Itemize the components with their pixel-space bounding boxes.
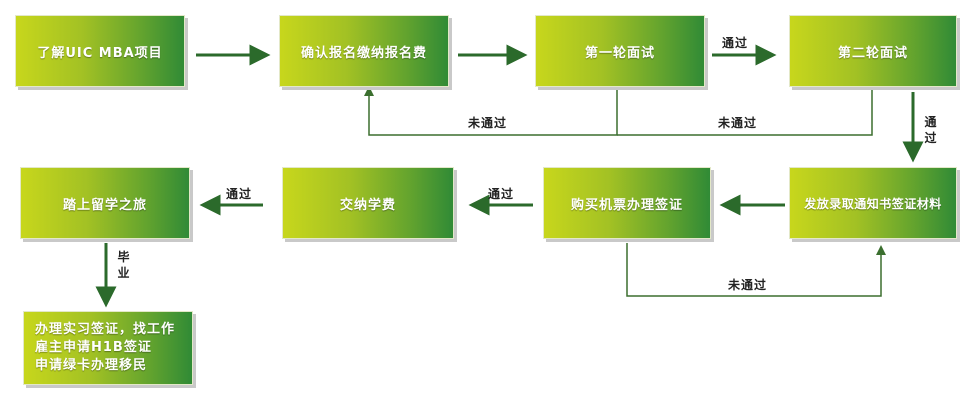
node-pay-tuition-label: 交纳学费 xyxy=(339,197,396,213)
line-fail-interview2 xyxy=(617,85,873,136)
node-interview-1-label: 第一轮面试 xyxy=(584,45,655,61)
node-ticket-visa-label: 购买机票办理签证 xyxy=(570,197,683,213)
node-ticket-visa: 购买机票办理签证 xyxy=(543,167,711,239)
node-learn-program-label: 了解UIC MBA项目 xyxy=(37,45,163,61)
label-fail-interview-1: 未通过 xyxy=(468,116,508,130)
node-post-grad-line2: 雇主申请H1B签证 xyxy=(35,340,152,355)
label-pass-tuition-to-trip: 通过 xyxy=(226,187,253,201)
node-interview-2-label: 第二轮面试 xyxy=(837,45,908,61)
arrow-visa-fail-loop xyxy=(626,243,886,297)
node-apply-fee: 确认报名缴纳报名费 xyxy=(279,15,449,87)
node-offer-materials-label: 发放录取通知书签证材料 xyxy=(804,196,942,211)
node-pay-tuition: 交纳学费 xyxy=(282,167,454,239)
label-pass-visa-to-tuition: 通过 xyxy=(488,187,515,201)
arrow-fail-loop-back xyxy=(364,85,618,136)
node-post-grad-line1: 办理实习签证，找工作 xyxy=(35,322,176,337)
label-fail-visa: 未通过 xyxy=(728,278,768,292)
node-post-grad: 办理实习签证，找工作 雇主申请H1B签证 申请绿卡办理移民 xyxy=(23,311,193,385)
node-study-abroad: 踏上留学之旅 xyxy=(20,167,190,239)
node-offer-materials: 发放录取通知书签证材料 xyxy=(789,167,957,239)
label-graduate: 毕业 xyxy=(117,250,131,280)
node-apply-fee-label: 确认报名缴纳报名费 xyxy=(300,45,427,61)
label-fail-interview-2: 未通过 xyxy=(718,116,758,130)
node-learn-program: 了解UIC MBA项目 xyxy=(15,15,185,87)
node-interview-2: 第二轮面试 xyxy=(789,15,957,87)
node-post-grad-line3: 申请绿卡办理移民 xyxy=(35,358,148,373)
label-pass-2-to-offer: 通过 xyxy=(924,115,938,145)
node-interview-1: 第一轮面试 xyxy=(535,15,705,87)
node-study-abroad-label: 踏上留学之旅 xyxy=(62,197,147,213)
label-pass-1-to-2: 通过 xyxy=(722,36,749,50)
